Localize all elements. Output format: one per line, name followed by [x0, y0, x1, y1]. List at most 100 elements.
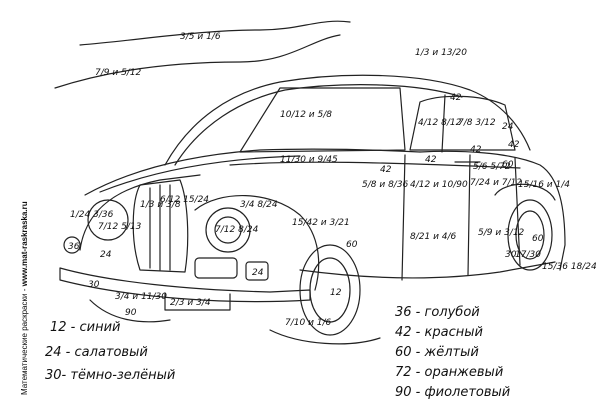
- fraction: 7/24: [470, 178, 491, 188]
- rear-arch: [494, 183, 556, 201]
- legend-color-name: голубой: [424, 305, 480, 320]
- headlight-right: [205, 207, 251, 253]
- car-roof: [164, 74, 531, 166]
- headlight-right-inner: [214, 216, 242, 244]
- legend-item: 90 - фиолетовый: [395, 385, 511, 400]
- fraction: 3/5: [180, 32, 195, 42]
- region-headlight-1: 3/4 8/24: [240, 200, 278, 210]
- foglight-box-2: [245, 261, 269, 281]
- legend-item: 12 - синий: [50, 320, 121, 335]
- site-credit-prefix: Математические раскраски -: [20, 286, 29, 395]
- region-number: 24: [100, 250, 112, 260]
- legend-color-name: оранжевый: [424, 365, 504, 380]
- region-door-rear-1: 7/24 и 7/12: [470, 178, 523, 188]
- fraction: 1/4: [555, 180, 570, 190]
- fraction: 8/24: [238, 225, 259, 235]
- sill: [299, 261, 556, 279]
- fraction: 1/3: [140, 200, 155, 210]
- region-grille-2: 1/3 и 3/8: [140, 200, 181, 210]
- fraction: 10/12: [280, 110, 306, 120]
- region-bumper-1: 3/4 и 11/30: [115, 292, 167, 302]
- legend-color-name: жёлтый: [424, 345, 479, 360]
- fraction: 1/6: [206, 32, 221, 42]
- legend-item: 42 - красный: [395, 325, 483, 340]
- hood: [84, 148, 421, 196]
- fraction: 15/36: [542, 262, 568, 272]
- door-line-3: [514, 157, 521, 266]
- fraction: 18/24: [570, 262, 597, 272]
- fraction: 8/24: [257, 200, 278, 210]
- legend-number: 30: [45, 368, 62, 383]
- fraction: 7/12: [501, 178, 523, 188]
- region-wheel-rear-hub: 17/30: [515, 250, 541, 260]
- fraction: 10/90: [441, 180, 468, 190]
- region-number: 60: [346, 240, 358, 250]
- fraction: 11/30: [280, 155, 306, 165]
- front-bumper: [59, 267, 311, 303]
- region-number: 30: [88, 280, 100, 290]
- region-rear-lower: 15/36 18/24: [542, 262, 597, 272]
- site-credit: Математические раскраски - www.mat-raskr…: [20, 201, 29, 395]
- legend-item: 60 - жёлтый: [395, 345, 479, 360]
- site-credit-url: www.mat-raskraska.ru: [20, 201, 29, 287]
- front-wheel-inner: [309, 257, 351, 323]
- fraction: 3/4: [240, 200, 255, 210]
- region-rear-window-2: 7/8 3/12: [458, 118, 496, 128]
- region-door-front-2: 4/12 и 10/90: [410, 180, 468, 190]
- fraction: 15/42: [292, 218, 318, 228]
- small-light: [63, 236, 81, 254]
- fraction: 5/9: [478, 228, 493, 238]
- fraction: 5/6: [473, 162, 488, 172]
- ground-shadow: [269, 329, 381, 345]
- foglight-box: [194, 257, 238, 279]
- fraction: 13/20: [441, 48, 467, 58]
- fraction: 3/36: [93, 210, 114, 220]
- fraction: 3/12: [504, 228, 525, 238]
- b-pillar: [441, 94, 446, 153]
- region-headlight-left: 1/24 3/36: [70, 210, 113, 220]
- region-number: 60: [532, 234, 544, 244]
- legend-number: 12: [50, 320, 67, 335]
- fraction: 5/8: [362, 180, 377, 190]
- front-lower: [89, 299, 171, 323]
- legend-number: 36: [395, 305, 412, 320]
- legend-number: 72: [395, 365, 412, 380]
- fraction: 1/24: [70, 210, 91, 220]
- region-rear-window-4: 24: [502, 122, 513, 132]
- fraction: 15/24: [183, 195, 210, 205]
- door-line-1: [401, 154, 406, 281]
- region-rear-window-1: 4/12 8/12: [418, 118, 461, 128]
- legend-number: 90: [395, 385, 412, 400]
- region-headlight-2: 7/12 5/13: [98, 222, 141, 232]
- fraction: 4/12: [418, 118, 439, 128]
- fraction: 7/12: [98, 222, 119, 232]
- region-number: 30: [505, 250, 517, 260]
- region-trunk: 15/16 и 1/4: [518, 180, 570, 190]
- region-number: 36: [68, 242, 80, 252]
- region-number: 90: [125, 308, 137, 318]
- region-lower-door-1: 8/21 и 4/6: [410, 232, 457, 242]
- fraction: 3/4: [196, 298, 211, 308]
- fraction: 1/6: [316, 318, 332, 328]
- fraction: 7/12: [215, 225, 236, 235]
- fraction: 7/10: [285, 318, 306, 328]
- fraction: 4/12: [410, 180, 431, 190]
- fraction: 8/21: [410, 232, 431, 242]
- fraction: 7/9: [95, 68, 110, 78]
- legend-color-name: фиолетовый: [424, 385, 511, 400]
- region-number: 42: [380, 165, 392, 175]
- region-windshield: 10/12 и 5/8: [280, 110, 332, 120]
- sky-line-upper: [79, 20, 351, 46]
- car-roof-inner: [174, 84, 463, 166]
- belt-line: [229, 161, 521, 169]
- fraction: 4/6: [441, 232, 457, 242]
- region-wheel-front-hub: 7/10 и 1/6: [285, 318, 332, 328]
- legend-item: 24 - салатовый: [45, 345, 148, 360]
- front-panel: [79, 174, 201, 251]
- rear-wheel: [507, 199, 553, 271]
- fraction: 2/3: [170, 298, 185, 308]
- region-number: 42: [508, 140, 520, 150]
- region-foglight: 7/12 8/24: [215, 225, 258, 235]
